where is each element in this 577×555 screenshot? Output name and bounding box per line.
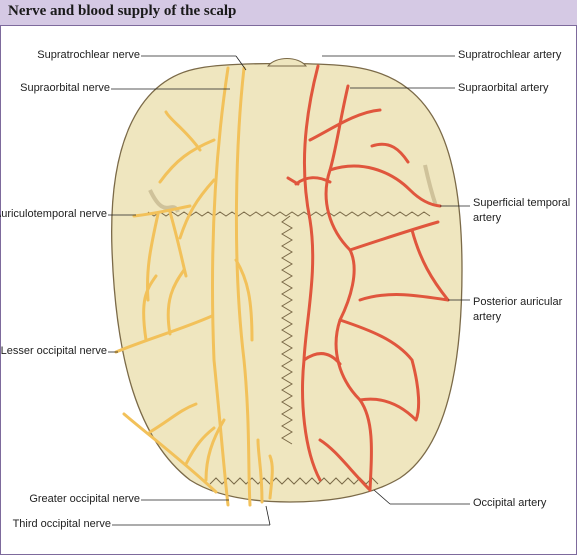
label-supraorbital-artery: Supraorbital artery [458,82,549,94]
label-supraorbital-nerve: Supraorbital nerve [20,82,110,94]
label-third-occipital-nerve: Third occipital nerve [12,518,111,530]
cranial-sutures [147,211,431,485]
label-posterior-auricular-artery-line2: artery [473,311,502,323]
arteries [286,64,450,492]
leader-lines [108,55,470,526]
label-superficial-temporal-artery-line2: artery [473,212,502,224]
label-posterior-auricular-artery-line1: Posterior auricular [473,296,563,308]
label-auriculotemporal-nerve: Auriculotemporal nerve [0,208,107,220]
label-supratrochlear-nerve: Supratrochlear nerve [37,49,140,61]
figure-header: Nerve and blood supply of the scalp [0,0,577,26]
figure-title: Nerve and blood supply of the scalp [8,3,237,19]
label-greater-occipital-nerve: Greater occipital nerve [29,493,140,505]
label-supratrochlear-artery: Supratrochlear artery [458,49,562,61]
label-occipital-artery: Occipital artery [473,497,547,509]
label-superficial-temporal-artery-line1: Superficial temporal [473,197,571,209]
nerves [114,66,274,507]
label-lesser-occipital-nerve: Lesser occipital nerve [0,345,107,357]
